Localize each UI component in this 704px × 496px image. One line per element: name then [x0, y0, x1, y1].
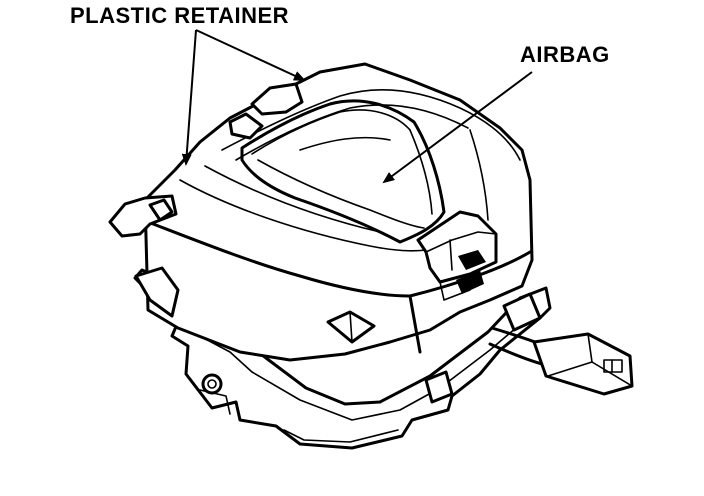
plastic-retainer-clips	[108, 82, 542, 404]
leader-plastic-retainer-2	[195, 29, 306, 81]
airbag-cover	[240, 99, 446, 244]
leader-lines	[181, 29, 533, 184]
airbag-label: AIRBAG	[520, 42, 610, 67]
leader-plastic-retainer-1	[181, 29, 197, 166]
mounting-hole	[201, 373, 223, 395]
connector-harness	[488, 326, 634, 396]
plastic-retainer-label: PLASTIC RETAINER	[70, 3, 290, 28]
airbag-housing	[143, 62, 534, 362]
leader-airbag	[382, 71, 533, 184]
